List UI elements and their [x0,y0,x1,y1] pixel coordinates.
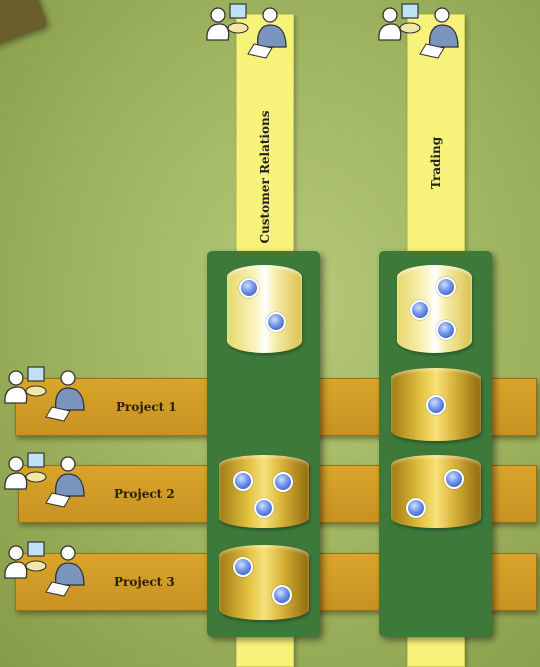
resource-dot-icon [273,472,293,492]
resource-dot-icon [436,277,456,297]
people-icon [376,2,464,60]
resource-dot-icon [233,557,253,577]
cylinder-customer-relations-project-2[interactable] [219,455,309,528]
project-label-1: Project 1 [116,400,177,414]
resource-dot-icon [254,498,274,518]
resource-dot-icon [239,278,259,298]
people-icon [2,540,90,598]
people-icon [2,451,90,509]
cylinder-customer-relations-project-3[interactable] [219,545,309,620]
cylinder-trading-project-1[interactable] [391,368,481,441]
resource-dot-icon [436,320,456,340]
project-label-3: Project 3 [114,575,175,589]
corner-tab [0,0,49,51]
people-icon [2,365,90,423]
resource-dot-icon [426,395,446,415]
resource-dot-icon [266,312,286,332]
resource-dot-icon [233,471,253,491]
cylinder-customer-relations-role[interactable] [227,265,302,353]
cylinder-trading-role[interactable] [397,265,472,353]
project-label-2: Project 2 [114,487,175,501]
lane-label-trading: Trading [429,136,443,190]
resource-dot-icon [410,300,430,320]
lane-label-customer-relations: Customer Relations [258,110,272,244]
cylinder-trading-project-2[interactable] [391,455,481,528]
resource-dot-icon [272,585,292,605]
resource-dot-icon [406,498,426,518]
resource-dot-icon [444,469,464,489]
people-icon [204,2,292,60]
